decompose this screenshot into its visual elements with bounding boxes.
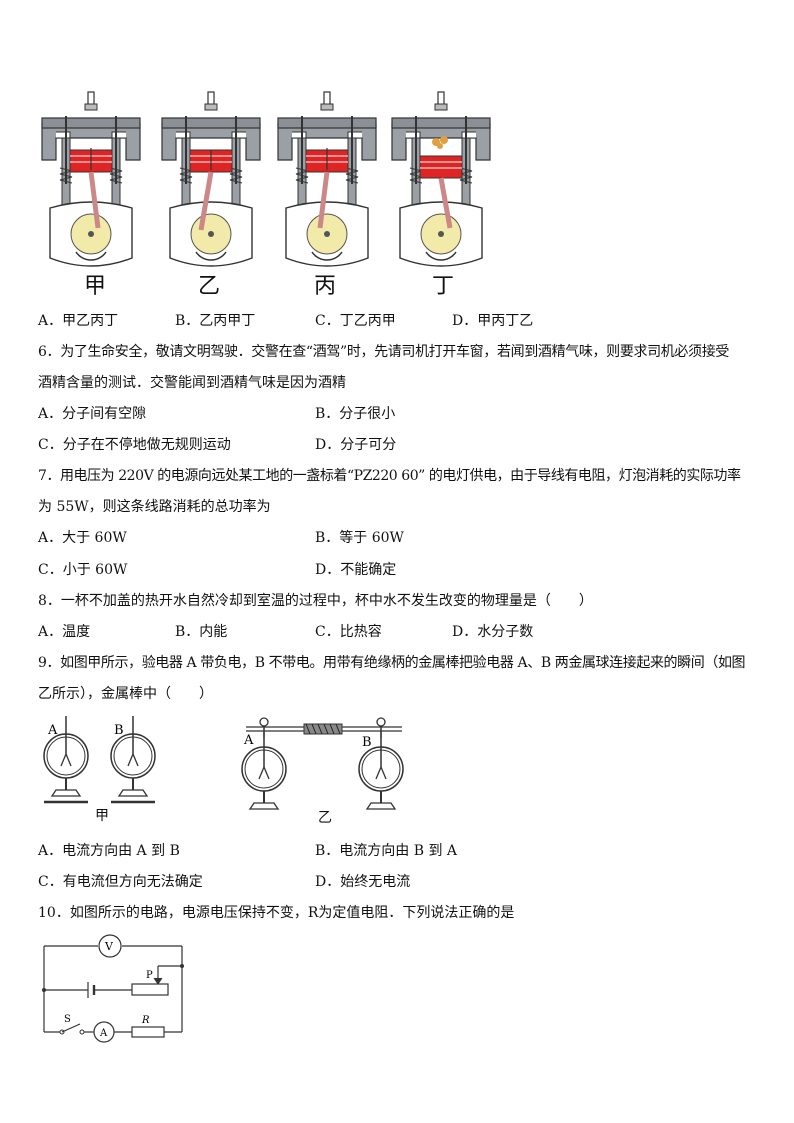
electroscope-b-yi (357, 716, 405, 810)
slider-label: P (146, 970, 153, 981)
q9-stem-line1: 9．如图甲所示，验电器 A 带负电，B 不带电。用带有绝缘柄的金属棒把验电器 A… (38, 655, 746, 671)
q6-option-c: C．分子在不停地做无规则运动 (38, 437, 231, 453)
q7-option-c: C．小于 60W (38, 562, 128, 578)
q6-option-b: B．分子很小 (315, 406, 396, 422)
q8-option-a: A．温度 (38, 624, 91, 640)
label-a-jia: A (47, 723, 58, 738)
q9-stem-line2: 乙所示），金属棒中（ ） (38, 686, 213, 702)
caption-bing: 丙 (314, 274, 337, 299)
caption-jia: 甲 (84, 274, 107, 299)
caption-yi-electroscope: 乙 (318, 810, 332, 826)
switch-label: S (64, 1014, 71, 1025)
q7-option-d: D．不能确定 (315, 562, 397, 578)
q7-option-b: B．等于 60W (315, 530, 404, 546)
switch-blade (61, 1023, 81, 1033)
fixed-resistor (131, 1026, 165, 1038)
q5-option-c: C．丁乙丙甲 (315, 313, 396, 329)
q6-option-d: D．分子可分 (315, 437, 397, 453)
q10-stem: 10．如图所示的电路，电源电压保持不变，R为定值电阻．下列说法正确的是 (38, 905, 515, 921)
q7-stem-line2: 为 55W，则这条线路消耗的总功率为 (38, 499, 271, 515)
engine-yi (161, 91, 261, 267)
engine-ding (391, 91, 491, 267)
q6-stem-line1: 6．为了生命安全，敬请文明驾驶．交警在查“酒驾”时，先请司机打开车窗，若闻到酒精… (38, 344, 730, 360)
engine-strokes-figure (41, 91, 491, 267)
engine-jia (41, 91, 141, 267)
caption-jia-electroscope: 甲 (95, 808, 109, 824)
ammeter-label: A (99, 1028, 108, 1039)
q9-option-c: C．有电流但方向无法确定 (38, 874, 203, 890)
label-b-jia: B (114, 723, 124, 738)
resistor-label: R (141, 1015, 150, 1026)
caption-ding: 丁 (432, 274, 455, 299)
q9-option-a: A．电流方向由 A 到 B (38, 843, 180, 859)
caption-yi: 乙 (198, 274, 221, 299)
q9-option-b: B．电流方向由 B 到 A (315, 843, 458, 859)
q6-option-a: A．分子间有空隙 (38, 406, 147, 422)
q8-option-c: C．比热容 (315, 624, 382, 640)
electroscope-a-yi (240, 716, 288, 810)
q5-option-d: D．甲丙丁乙 (452, 313, 534, 329)
voltmeter-symbol (98, 934, 122, 958)
q7-stem-line1: 7．用电压为 220V 的电源向远处某工地的一盏标着“PZ220 60” 的电灯… (38, 468, 741, 484)
q8-stem: 8．一杯不加盖的热开水自然冷却到室温的过程中，杯中水不发生改变的物理量是（ ） (38, 593, 593, 609)
q8-option-d: D．水分子数 (452, 624, 534, 640)
q9-option-d: D．始终无电流 (315, 874, 411, 890)
engine-bing (277, 91, 377, 267)
voltmeter-label: V (104, 940, 114, 953)
insulated-handle (303, 723, 343, 735)
q6-stem-line2: 酒精含量的测试．交警能闻到酒精气味是因为酒精 (38, 375, 346, 391)
rheostat (131, 983, 169, 996)
q5-option-b: B．乙丙甲丁 (175, 313, 256, 329)
circuit-diagram: V P S A R (42, 934, 184, 1043)
label-b-yi: B (362, 735, 372, 750)
q8-option-b: B．内能 (175, 624, 228, 640)
electroscope-figure: A B A B (42, 716, 405, 810)
label-a-yi: A (243, 733, 254, 748)
q7-option-a: A．大于 60W (38, 530, 127, 546)
q5-option-a: A．甲乙丙丁 (38, 313, 119, 329)
